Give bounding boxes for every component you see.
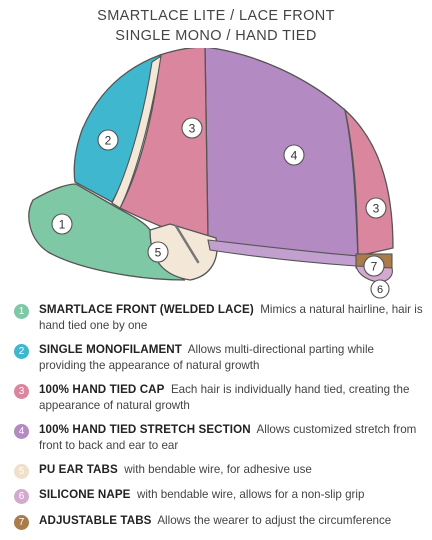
legend-desc: Mimics a natural hairline, hair is hand …	[39, 303, 423, 332]
legend-desc: with bendable wire, allows for a non-sli…	[136, 488, 365, 501]
svg-text:2: 2	[105, 134, 112, 148]
legend-label: SMARTLACE FRONT (WELDED LACE)	[39, 303, 254, 316]
legend-label: 100% HAND TIED CAP	[39, 383, 165, 396]
hand-tied-crown-region	[119, 48, 209, 241]
legend-desc: Each hair is individually hand tied, cre…	[39, 383, 410, 412]
marker-3-back: 3	[365, 197, 387, 219]
legend-desc: Allows customized stretch from front to …	[39, 423, 417, 452]
svg-text:7: 7	[371, 260, 378, 274]
legend-bullet: 6	[14, 489, 29, 504]
marker-7: 7	[363, 255, 385, 277]
marker-5: 5	[147, 241, 169, 263]
legend-label: SILICONE NAPE	[39, 488, 131, 501]
legend-label: ADJUSTABLE TABS	[39, 514, 152, 527]
ear-wire	[174, 224, 200, 264]
marker-6: 6	[370, 279, 390, 299]
wig-cap-diagram: 1 2 3 4 3 5 7 6	[28, 48, 394, 299]
diagram-subtitle: SINGLE MONO / HAND TIED	[115, 28, 317, 44]
svg-text:6: 6	[377, 284, 383, 296]
svg-text:5: 5	[155, 246, 162, 260]
welded-seam	[111, 54, 162, 209]
legend-label: 100% HAND TIED STRETCH SECTION	[39, 423, 251, 436]
legend-label: PU EAR TABS	[39, 463, 118, 476]
legend-bullet: 7	[14, 515, 29, 530]
svg-text:1: 1	[59, 218, 66, 232]
svg-text:3: 3	[373, 202, 380, 216]
legend-bullet: 2	[14, 344, 29, 359]
legend-desc: Allows multi-directional parting while p…	[39, 343, 374, 372]
stretch-section-region	[204, 48, 359, 257]
legend-label: SINGLE MONOFILAMENT	[39, 343, 182, 356]
svg-text:3: 3	[189, 122, 196, 136]
marker-3-crown: 3	[181, 117, 203, 139]
diagram-title: SMARTLACE LITE / LACE FRONT	[97, 8, 335, 24]
legend-desc: Allows the wearer to adjust the circumfe…	[157, 514, 392, 527]
marker-2: 2	[97, 129, 119, 151]
legend-desc: with bendable wire, for adhesive use	[124, 463, 312, 476]
svg-text:4: 4	[291, 149, 298, 163]
legend-bullet: 3	[14, 384, 29, 399]
marker-4: 4	[283, 144, 305, 166]
legend-bullet: 4	[14, 424, 29, 439]
legend-bullet: 1	[14, 304, 29, 319]
marker-1: 1	[51, 213, 73, 235]
hand-tied-back-region	[343, 108, 394, 257]
legend-bullet: 5	[14, 464, 29, 479]
